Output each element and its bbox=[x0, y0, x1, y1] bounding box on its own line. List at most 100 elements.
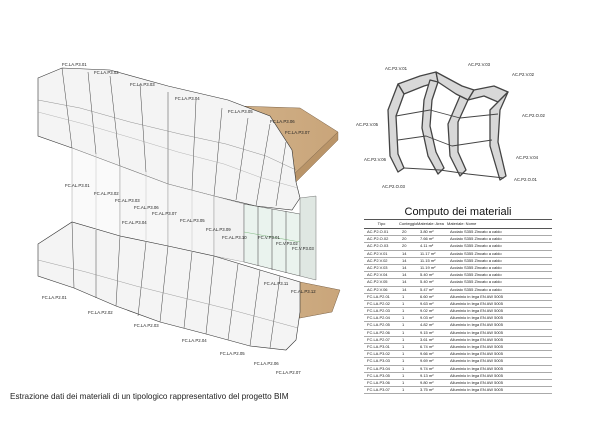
label-fc-la-p3-03: FC.LA.P3.03 bbox=[130, 82, 155, 87]
cell-area: 9.13 m² bbox=[420, 372, 434, 378]
cell-area: 5.40 m² bbox=[420, 279, 434, 285]
cell-conteggio: 1 bbox=[402, 336, 405, 342]
cell-area: 5.40 m² bbox=[420, 272, 434, 278]
cell-tipo: FC.LA.P3.03 bbox=[367, 358, 390, 364]
cell-area: 4.11 m² bbox=[420, 243, 434, 249]
cell-area: 9.63 m² bbox=[420, 300, 434, 306]
cell-tipo: FC.LA.P2.04 bbox=[367, 315, 390, 321]
steel-frame bbox=[387, 71, 509, 181]
label-ac-p2-v-06: AC.P2.V.06 bbox=[364, 157, 387, 162]
cell-area: 11.17 m² bbox=[420, 250, 436, 256]
cell-area: 9.74 m² bbox=[420, 365, 434, 371]
cell-conteggio: 1 bbox=[402, 372, 405, 378]
cell-tipo: AC.P2.V.02 bbox=[367, 257, 388, 263]
cell-conteggio: 1 bbox=[402, 315, 405, 321]
cell-nome: Alluminio in lega EN AW 5005 bbox=[450, 315, 503, 321]
cell-tipo: FC.LA.P3.05 bbox=[367, 372, 390, 378]
cell-area: 9.66 m² bbox=[420, 351, 434, 357]
cell-nome: Alluminio in lega EN AW 5005 bbox=[450, 344, 503, 349]
label-fc-al-p3-07: FC.AL.P3.07 bbox=[152, 211, 177, 216]
label-ac-p2-o-03: AC.P2.O.03 bbox=[382, 184, 405, 189]
label-ac-p2-v-01: AC.P2.V.01 bbox=[385, 66, 408, 71]
label-fc-la-p2-03: FC.LA.P2.03 bbox=[134, 323, 159, 328]
cell-area: 9.69 m² bbox=[420, 358, 434, 364]
label-ac-p2-o-01: AC.P2.O.01 bbox=[514, 177, 537, 182]
cell-nome: Alluminio in lega EN AW 5005 bbox=[450, 372, 503, 378]
table-title: Computo dei materiali bbox=[364, 206, 552, 220]
cell-tipo: AC.P2.O.02 bbox=[367, 236, 389, 242]
cell-area: 9.03 m² bbox=[420, 315, 434, 321]
label-fc-al-p3-12: FC.AL.P3.12 bbox=[291, 289, 316, 294]
cell-nome: Acciaio S355 Zincato a caldo bbox=[450, 279, 502, 285]
cell-nome: Alluminio in lega EN AW 5005 bbox=[450, 379, 503, 385]
materials-table: Computo dei materiali Tipo Conteggio Mat… bbox=[364, 206, 552, 395]
label-fc-al-p3-02: FC.AL.P3.02 bbox=[94, 191, 119, 196]
cell-nome: Alluminio in lega EN AW 5005 bbox=[450, 293, 503, 299]
table-row: FC.LA.P2.05 1 4.82 m² Alluminio in lega EN … bbox=[364, 322, 552, 330]
cell-conteggio: 1 bbox=[402, 387, 405, 393]
cell-nome: Alluminio in lega EN AW 5005 bbox=[450, 358, 503, 364]
label-fc-al-p3-04: FC.AL.P3.04 bbox=[122, 220, 147, 225]
cell-tipo: FC.LA.P2.05 bbox=[367, 322, 390, 328]
cell-tipo: AC.P2.O.01 bbox=[367, 229, 389, 234]
cell-conteggio: 1 bbox=[402, 344, 405, 349]
cell-nome: Acciaio S355 Zincato a caldo bbox=[450, 264, 502, 270]
label-fc-la-p3-06: FC.LA.P3.06 bbox=[270, 119, 295, 124]
cell-nome: Alluminio in lega EN AW 5005 bbox=[450, 336, 503, 342]
cell-conteggio: 1 bbox=[402, 322, 405, 328]
cell-tipo: FC.LA.P2.06 bbox=[367, 329, 390, 335]
label-fc-la-p3-02: FC.LA.P3.02 bbox=[94, 70, 119, 75]
cell-area: 3.80 m² bbox=[420, 229, 434, 234]
cell-tipo: FC.LA.P3.01 bbox=[367, 344, 390, 349]
cell-tipo: FC.LA.P2.07 bbox=[367, 336, 390, 342]
cell-area: 4.82 m² bbox=[420, 322, 434, 328]
cell-nome: Acciaio S355 Zincato a caldo bbox=[450, 257, 502, 263]
label-ac-p2-v-05: AC.P2.V.05 bbox=[356, 122, 379, 127]
label-fc-la-p3-01: FC.LA.P3.01 bbox=[62, 62, 87, 67]
label-fc-la-p3-04: FC.LA.P3.04 bbox=[175, 96, 200, 101]
cell-conteggio: 1 bbox=[402, 379, 405, 385]
table-header: Tipo Conteggio Materiale: Area Materiale… bbox=[364, 220, 552, 229]
label-fc-la-p2-07: FC.LA.P2.07 bbox=[276, 370, 301, 375]
cell-nome: Alluminio in lega EN AW 5005 bbox=[450, 329, 503, 335]
cell-area: 11.15 m² bbox=[420, 257, 436, 263]
cell-tipo: FC.LA.P2.03 bbox=[367, 308, 390, 314]
label-fc-al-p3-09: FC.AL.P3.09 bbox=[206, 227, 231, 232]
cell-nome: Acciaio S355 Zincato a caldo bbox=[450, 286, 502, 292]
cell-nome: Alluminio in lega EN AW 5005 bbox=[450, 351, 503, 357]
table-row: FC.LA.P2.06 1 9.15 m² Alluminio in lega EN … bbox=[364, 330, 552, 337]
cell-area: 9.15 m² bbox=[420, 329, 434, 335]
cell-tipo: FC.LA.P2.02 bbox=[367, 300, 390, 306]
table-row: FC.LA.P2.04 1 9.03 m² Alluminio in lega EN … bbox=[364, 315, 552, 323]
cell-area: 9.80 m² bbox=[420, 379, 434, 385]
cell-tipo: AC.P2.V.05 bbox=[367, 279, 388, 285]
label-fc-al-p3-05: FC.AL.P3.05 bbox=[180, 218, 205, 223]
cell-area: 3.75 m² bbox=[420, 387, 434, 393]
cell-conteggio: 1 bbox=[402, 329, 405, 335]
cell-tipo: AC.P2.V.06 bbox=[367, 286, 388, 292]
cell-conteggio: 14 bbox=[402, 272, 407, 278]
cell-nome: Alluminio in lega EN AW 5005 bbox=[450, 322, 503, 328]
cell-conteggio: 1 bbox=[402, 300, 405, 306]
window-area bbox=[243, 195, 317, 281]
cell-conteggio: 20 bbox=[402, 243, 407, 249]
cell-area: 5.47 m² bbox=[420, 286, 434, 292]
cell-nome: Acciaio S355 Zincato a caldo bbox=[450, 236, 502, 242]
cell-nome: Alluminio in lega EN AW 5005 bbox=[450, 300, 503, 306]
lower-cladding-band bbox=[37, 221, 301, 351]
label-fc-la-p3-05: FC.LA.P3.05 bbox=[228, 109, 253, 114]
label-ac-p2-v-04: AC.P2.V.04 bbox=[516, 155, 539, 160]
cell-area: 6.60 m² bbox=[420, 293, 434, 299]
cell-area: 9.02 m² bbox=[420, 308, 434, 314]
label-fc-la-p3-07: FC.LA.P3.07 bbox=[285, 130, 310, 135]
table-row: FC.LA.P3.05 1 9.13 m² Alluminio in lega EN … bbox=[364, 373, 552, 380]
cell-tipo: FC.LA.P2.01 bbox=[367, 293, 390, 299]
